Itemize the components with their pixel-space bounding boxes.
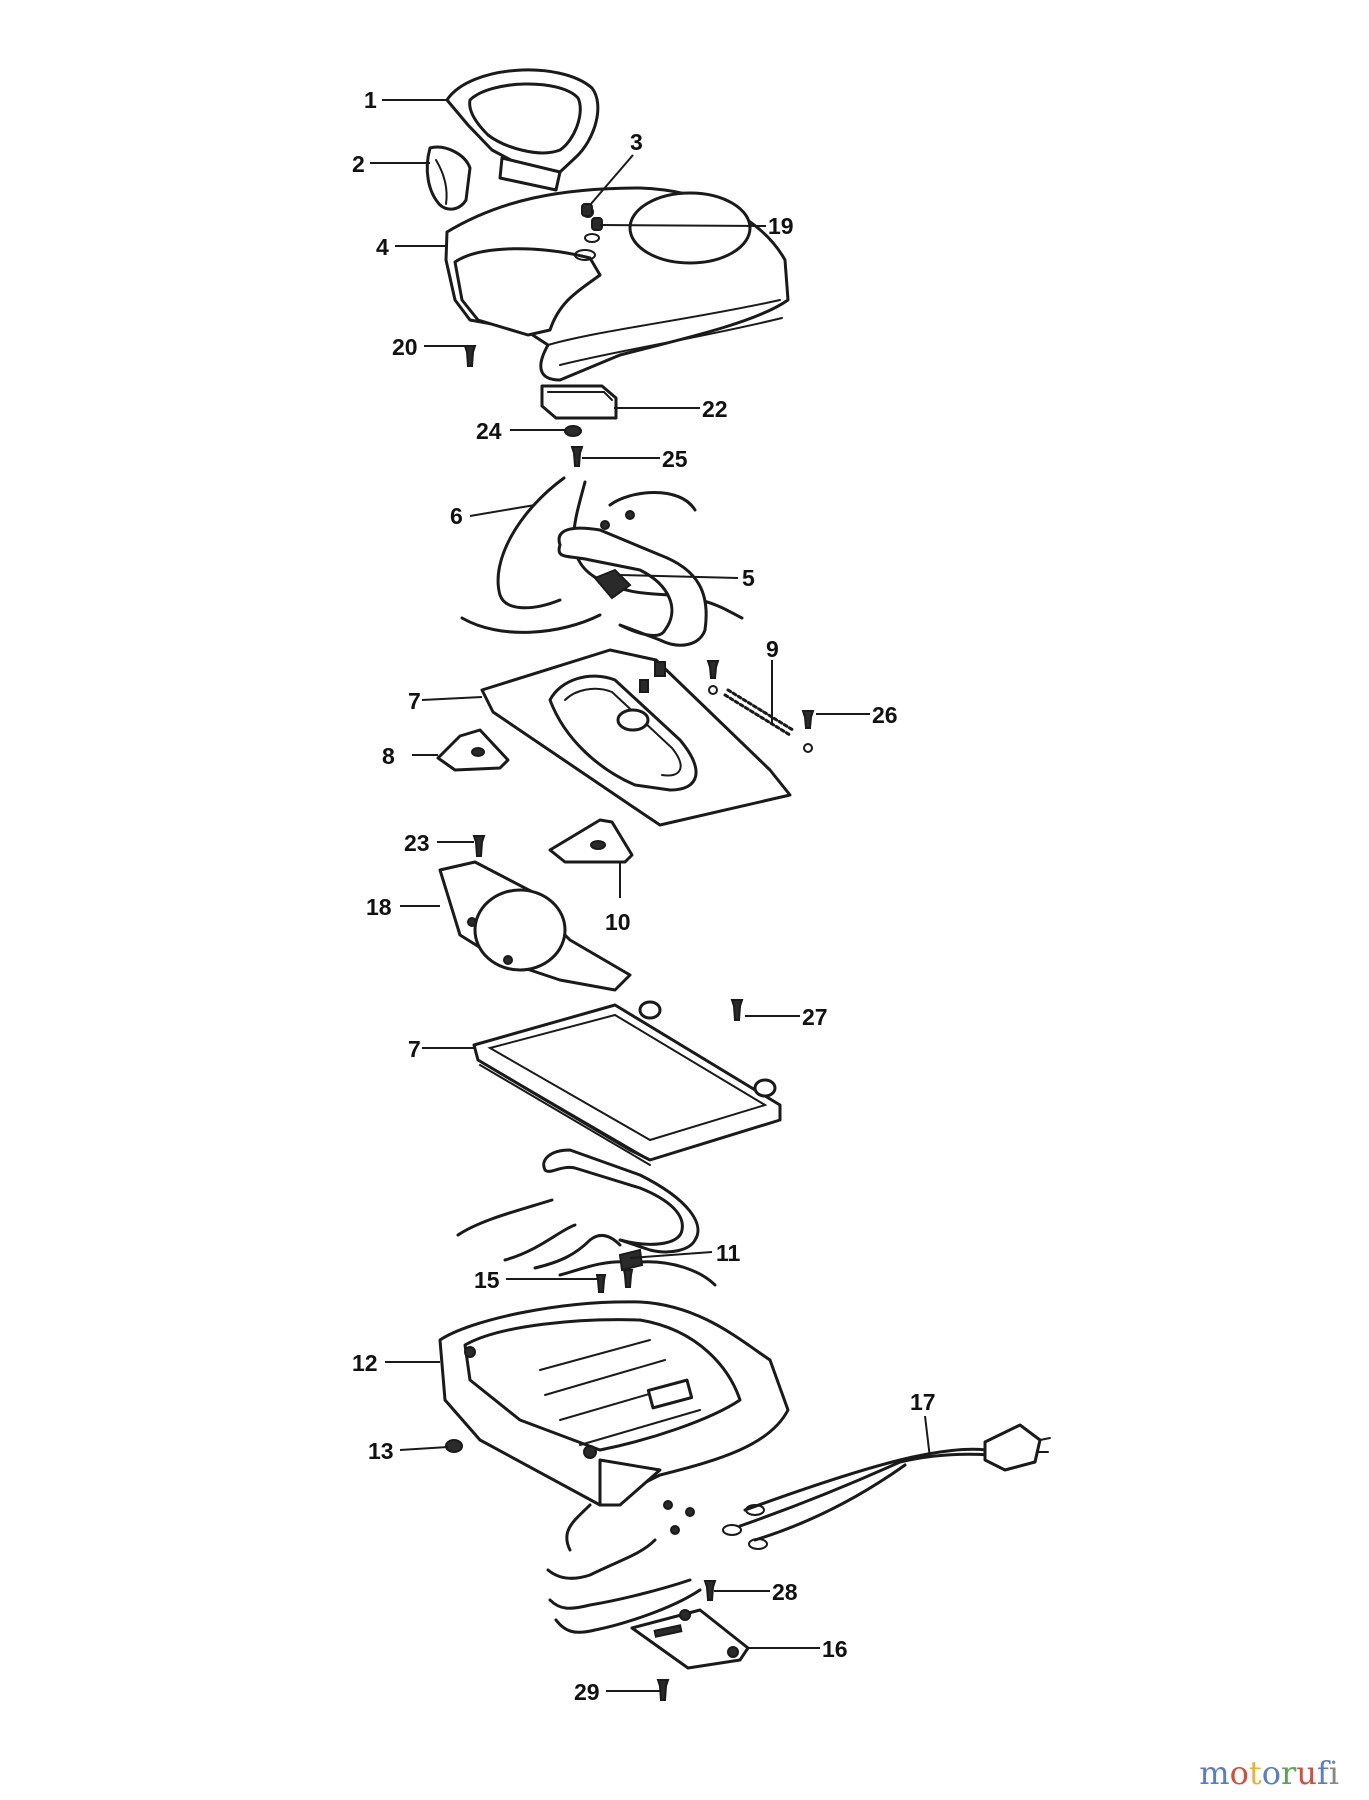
part-2-clip: [425, 145, 472, 211]
part-17-power-cord: [722, 1423, 1051, 1550]
label-22: 22: [702, 396, 728, 422]
part-1-handle: [445, 68, 600, 192]
label-26: 26: [872, 702, 898, 728]
watermark-letter: o: [1229, 1754, 1249, 1792]
part-23-screw: [472, 835, 486, 857]
label-2: 2: [352, 151, 365, 177]
label-10: 18: [366, 894, 392, 920]
watermark-letter: t: [1248, 1754, 1262, 1792]
label-17: 17: [910, 1389, 936, 1415]
label-13: 13: [368, 1438, 394, 1464]
label-5: 5: [742, 565, 755, 591]
part-3-19-pins: [581, 203, 603, 231]
part-16-cover-plate: [630, 1608, 750, 1670]
watermark-letter: f: [1316, 1754, 1329, 1792]
part-22-block: [540, 384, 618, 420]
label-7-lower: 7: [408, 1036, 421, 1062]
part-20-screw: [463, 345, 477, 367]
label-16: 16: [822, 1636, 848, 1662]
part-10-hinge-cover: [438, 860, 632, 992]
label-18: 10: [605, 909, 631, 935]
part-8-corner-piece: [436, 728, 510, 772]
label-9: 9: [766, 636, 779, 662]
part-9-spring: [706, 660, 813, 753]
label-25: 25: [662, 446, 688, 472]
part-11-lower-heating-element: [456, 1148, 717, 1287]
label-12: 12: [352, 1350, 378, 1376]
part-4-upper-housing: [444, 186, 790, 382]
leader-lines: [370, 99, 931, 1692]
label-19: 19: [768, 213, 794, 239]
label-3: 3: [630, 129, 643, 155]
part-number-labels: 1 2 3 19 4 20 22 24 25 6 5 9 7 26 8 23 1…: [352, 87, 936, 1705]
lower-wiring: [546, 1500, 702, 1634]
label-8: 8: [382, 743, 395, 769]
part-15-screws: [595, 1269, 634, 1293]
part-26-screw: [801, 710, 815, 729]
part-13-foot: [445, 1439, 463, 1453]
part-7-lower-plate: [472, 1000, 782, 1166]
motorufi-watermark-logo: motorufi: [1199, 1754, 1339, 1792]
label-7-upper: 7: [408, 688, 421, 714]
label-20: 20: [392, 334, 418, 360]
part-5-6-upper-heating-element: [460, 476, 744, 647]
watermark-letter: i: [1328, 1754, 1339, 1792]
label-4: 4: [376, 234, 389, 260]
watermark-letter: o: [1261, 1754, 1282, 1792]
part-29-screw: [656, 1679, 670, 1701]
part-24-washer: [564, 425, 582, 437]
watermark-letter: r: [1281, 1754, 1297, 1792]
part-27-screw: [730, 999, 744, 1021]
part-25-screw: [570, 446, 584, 467]
part-28-screw: [703, 1580, 717, 1601]
label-27: 27: [802, 1004, 828, 1030]
label-6: 6: [450, 503, 463, 529]
label-1: 1: [364, 87, 377, 113]
watermark-letter: u: [1296, 1754, 1317, 1792]
label-23: 23: [404, 830, 430, 856]
label-29: 29: [574, 1679, 600, 1705]
label-28: 28: [772, 1579, 798, 1605]
part-7-upper-plate: [480, 648, 792, 827]
label-11: 11: [716, 1240, 741, 1266]
part-12-base: [438, 1300, 790, 1507]
label-24: 24: [476, 418, 502, 444]
label-15: 15: [474, 1267, 500, 1293]
part-18-corner-piece: [548, 818, 634, 864]
watermark-letter: m: [1199, 1754, 1230, 1792]
